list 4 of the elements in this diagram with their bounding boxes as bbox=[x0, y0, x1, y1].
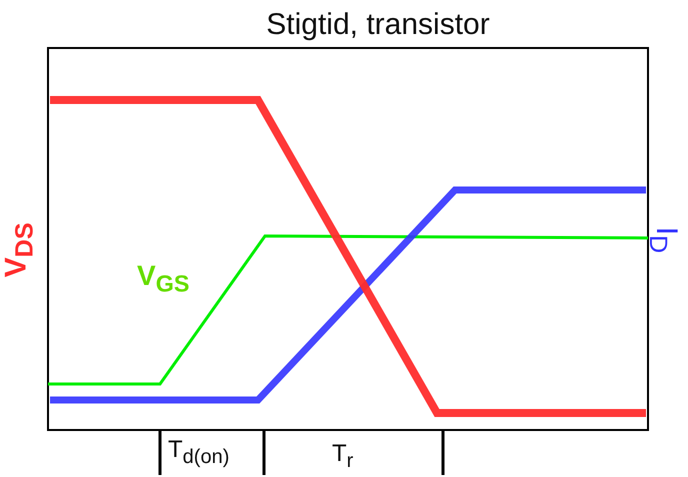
interval-label: T$_{r}$ bbox=[332, 442, 354, 471]
interval-label: T$_{d(on)}$ bbox=[168, 438, 230, 467]
chart-title: Stigtid, transistor bbox=[265, 10, 491, 40]
curve-label: V$_{GS}$ bbox=[137, 262, 190, 296]
